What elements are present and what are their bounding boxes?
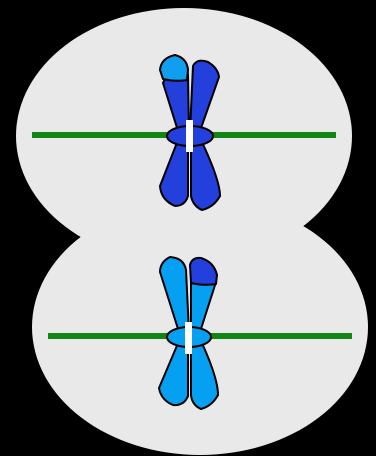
upper-centromere	[186, 120, 193, 152]
lower-centromere	[185, 322, 192, 354]
